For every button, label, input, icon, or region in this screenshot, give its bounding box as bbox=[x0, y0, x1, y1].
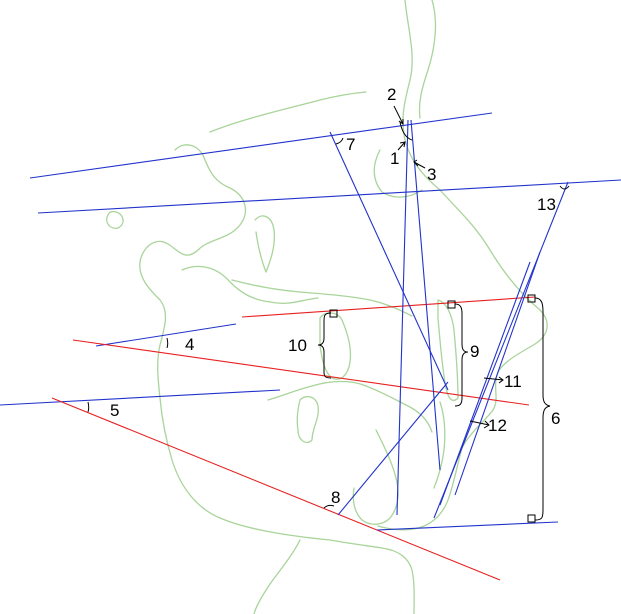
symphysis-trace bbox=[352, 429, 399, 525]
bracket-10 bbox=[317, 312, 332, 379]
facial-line-a bbox=[454, 251, 541, 496]
neck-trace bbox=[253, 539, 301, 614]
measurement-labels: 1 2 3 4 5 6 7 8 9 10 11 12 13 bbox=[110, 85, 560, 507]
menton-horizontal-line bbox=[376, 521, 559, 531]
facial-line-b bbox=[439, 261, 531, 506]
n-vertical-line-a bbox=[396, 119, 409, 516]
bracket-6 bbox=[534, 297, 551, 521]
mandibular-incisor-line bbox=[337, 381, 449, 516]
arrow-11 bbox=[483, 377, 504, 381]
label-2: 2 bbox=[387, 85, 396, 104]
lower-incisor-trace bbox=[433, 401, 446, 489]
bracket-9 bbox=[454, 303, 469, 407]
label-3: 3 bbox=[427, 165, 436, 184]
pterygoid-trace bbox=[254, 215, 276, 273]
bracket-9-cap bbox=[447, 300, 456, 309]
sella-trace bbox=[106, 210, 124, 229]
label-6: 6 bbox=[551, 409, 560, 428]
mandibular-plane-line bbox=[51, 397, 501, 581]
sn-line bbox=[29, 112, 493, 179]
arrow-1 bbox=[397, 141, 406, 151]
angle-arc-7 bbox=[335, 137, 344, 145]
arrow-12 bbox=[469, 420, 490, 426]
label-10: 10 bbox=[288, 336, 307, 355]
y-axis-line bbox=[329, 131, 449, 391]
angle-arc-8 bbox=[323, 504, 335, 509]
occlusal-blue-line bbox=[95, 323, 237, 347]
label-9: 9 bbox=[470, 342, 479, 361]
bracket-6-cap-bottom bbox=[527, 514, 536, 523]
upper-molar-trace bbox=[319, 312, 352, 380]
gonial-blue-line bbox=[0, 389, 281, 406]
label-13: 13 bbox=[537, 195, 556, 214]
reference-lines bbox=[0, 112, 621, 581]
profile-tracing bbox=[106, 0, 548, 614]
label-7: 7 bbox=[346, 135, 355, 154]
arrow-1-head bbox=[399, 141, 406, 148]
arrow-12-head bbox=[483, 420, 490, 429]
arrow-3-head bbox=[413, 159, 419, 167]
nose-profile-trace bbox=[377, 0, 548, 531]
skull-contour-trace bbox=[139, 144, 415, 614]
arrow-11-head bbox=[498, 376, 504, 384]
maxilla-trace bbox=[181, 265, 319, 304]
frankfort-line bbox=[37, 179, 621, 214]
palatal-plane-line bbox=[241, 296, 536, 318]
occlusal-plane-line bbox=[72, 339, 530, 406]
mandible-trace bbox=[267, 380, 433, 433]
upper-incisor-trace bbox=[437, 299, 459, 402]
angle-arc-1 bbox=[399, 121, 413, 141]
cranial-base-trace bbox=[209, 91, 367, 133]
n-vertical-line-b bbox=[410, 119, 441, 471]
arrow-3 bbox=[413, 161, 426, 169]
angle-arc-13 bbox=[559, 185, 570, 190]
label-5: 5 bbox=[110, 401, 119, 420]
orbit-trace bbox=[373, 149, 423, 198]
palate-trace bbox=[231, 279, 413, 317]
bracket-6-cap-top bbox=[527, 294, 536, 303]
label-12: 12 bbox=[488, 416, 507, 435]
angle-arc-4 bbox=[166, 337, 169, 349]
label-1: 1 bbox=[390, 149, 399, 168]
forehead-trace bbox=[418, 0, 437, 119]
label-8: 8 bbox=[331, 488, 340, 507]
label-11: 11 bbox=[504, 372, 522, 391]
lower-molar-trace bbox=[296, 395, 319, 444]
arrow-2 bbox=[393, 105, 404, 125]
annotation-marks bbox=[87, 105, 570, 523]
angle-arc-5 bbox=[87, 401, 90, 413]
bracket-10-cap bbox=[329, 309, 338, 318]
arrow-2-head bbox=[398, 119, 404, 125]
label-4: 4 bbox=[185, 335, 194, 354]
